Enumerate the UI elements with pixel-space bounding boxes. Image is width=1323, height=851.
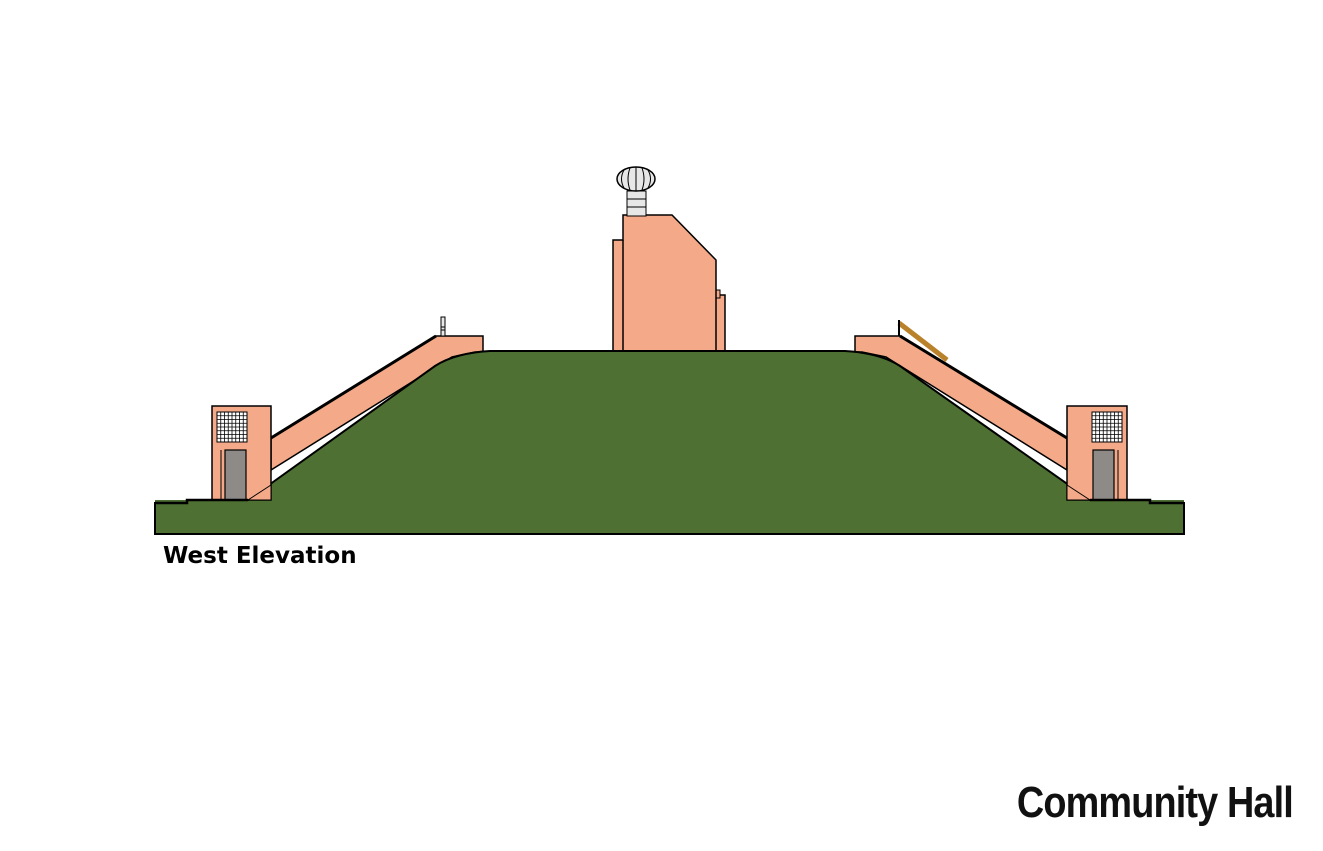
- view-label: West Elevation: [163, 543, 357, 569]
- left-entry-wing: [246, 484, 272, 501]
- earth-berm: [154, 350, 1185, 535]
- turbine-vent-fins: [621, 167, 651, 191]
- grille-icon: [1092, 412, 1122, 442]
- vent-neck: [626, 190, 647, 217]
- grille-icon: [217, 412, 247, 442]
- right-entry-wing: [1066, 484, 1092, 501]
- ground-line-right: [1090, 498, 1184, 505]
- left-entry-door: [224, 449, 247, 501]
- ground-line: [155, 498, 248, 505]
- solar-panel-icon: [897, 321, 949, 362]
- project-title: Community Hall: [1017, 778, 1294, 827]
- clerestory-tower: [612, 214, 717, 353]
- right-entry-door: [1092, 449, 1115, 501]
- right-ramp-parapet: [899, 334, 1068, 440]
- left-ramp-parapet: [270, 334, 437, 440]
